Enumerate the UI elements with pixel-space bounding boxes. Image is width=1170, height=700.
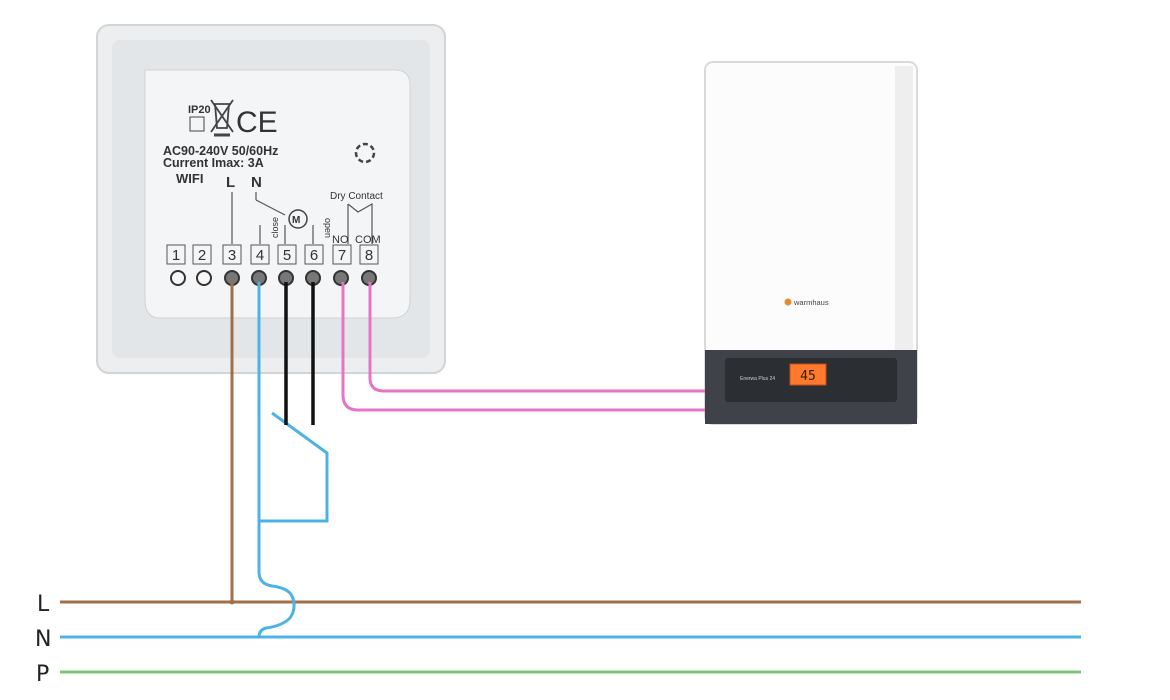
neutral-wire [257, 282, 329, 638]
terminal-labels: 1 2 3 4 5 6 7 8 [166, 244, 379, 265]
boiler-display [789, 363, 827, 386]
motor-label: M [292, 215, 300, 226]
ip-rating: IP20 [188, 104, 211, 116]
voltage-rating: AC90-240V 50/60Hz [163, 144, 278, 158]
terminal-label-4: 4 [256, 247, 264, 264]
terminal-label-3: 3 [228, 247, 236, 264]
screw-hole-icon [354, 142, 376, 164]
ce-mark: CE [236, 106, 278, 139]
boiler-model: Enerwa Plus 24 [740, 376, 775, 382]
open-label: open [323, 218, 333, 238]
dry-contact-label: Dry Contact [330, 191, 383, 202]
no-label: NO [332, 234, 349, 246]
weee-bin-icon [210, 99, 234, 137]
thermostat-unit: 1 2 3 4 5 6 7 8 IP20 CE AC90-240V 50/60H… [96, 24, 446, 374]
live-junction [229, 599, 235, 605]
wifi-label: WIFI [176, 171, 203, 186]
current-rating: Current Imax: 3A [163, 156, 264, 170]
screw-terminals [170, 270, 377, 286]
terminal-label-5: 5 [283, 247, 291, 264]
bus-label-n: N [35, 627, 51, 652]
motor-symbol [288, 209, 308, 229]
terminal-label-8: 8 [365, 247, 373, 264]
l-terminal-marking: L [226, 174, 235, 191]
boiler-contact-no-wire [341, 282, 705, 412]
boiler-contact-com-wire [368, 282, 705, 393]
bus-label-l: L [37, 592, 50, 617]
bus-label-p: P [36, 662, 49, 687]
terminal-label-1: 1 [172, 247, 180, 264]
close-label: close [270, 217, 280, 238]
boiler-display-value: 45 [800, 369, 816, 384]
internal-traces [231, 192, 373, 244]
terminal-label-2: 2 [198, 247, 206, 264]
boiler-unit: 45 Enerwa Plus 24 warmhaus [704, 61, 918, 425]
terminal-label-6: 6 [310, 247, 318, 264]
com-label: COM [355, 234, 381, 246]
n-terminal-marking: N [251, 174, 262, 191]
boiler-brand: warmhaus [793, 298, 829, 307]
terminal-label-7: 7 [338, 247, 346, 264]
warmhaus-logo-icon [784, 298, 792, 306]
